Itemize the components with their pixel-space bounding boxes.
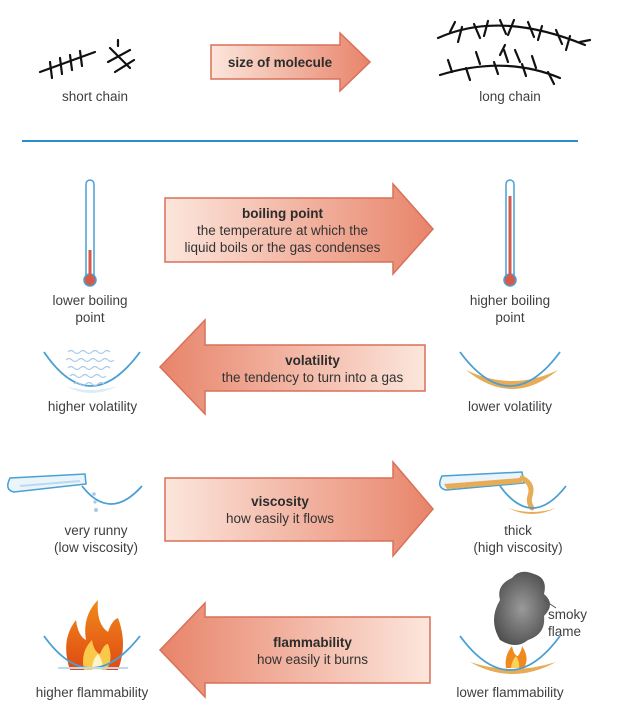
size-of-molecule-arrow <box>210 31 372 93</box>
low-viscosity-line2: (low viscosity) <box>53 540 138 555</box>
volatility-title: volatility <box>285 353 340 368</box>
volatility-text: volatility the tendency to turn into a g… <box>200 352 425 386</box>
smoky-flame-line1: smoky <box>548 607 588 622</box>
flammability-desc: how easily it burns <box>256 652 369 667</box>
flame-large-icon <box>43 600 141 670</box>
flammability-title: flammability <box>273 635 352 650</box>
boiling-point-text: boiling point the temperature at which t… <box>170 205 395 256</box>
test-tube-runny-icon <box>7 473 143 512</box>
higher-boiling-point-line1: higher boiling <box>469 293 551 308</box>
lower-volatility-label: lower volatility <box>467 399 553 414</box>
boiling-point-arrow <box>164 182 435 276</box>
boiling-point-title: boiling point <box>242 206 323 221</box>
boiling-point-desc-2: liquid boils or the gas condenses <box>184 240 381 255</box>
smoky-flame-line2: flame <box>548 624 582 639</box>
viscosity-desc: how easily it flows <box>225 511 335 526</box>
evaporating-dish-vapour-icon <box>43 349 141 393</box>
size-of-molecule-label: size of molecule <box>220 54 340 71</box>
volatility-arrow <box>158 318 426 416</box>
short-chain-molecule-icon <box>38 38 136 80</box>
flammability-text: flammability how easily it burns <box>200 634 425 668</box>
lower-boiling-point-line1: lower boiling <box>52 293 128 308</box>
viscosity-arrow <box>164 459 434 559</box>
long-chain-label: long chain <box>479 89 541 104</box>
lower-flammability-label: lower flammability <box>456 685 564 700</box>
long-chain-molecule-icon <box>436 18 592 86</box>
size-of-molecule-text: size of molecule <box>227 55 333 70</box>
higher-boiling-point-line2: point <box>495 310 525 325</box>
high-viscosity-label: thick (high viscosity) <box>458 522 578 556</box>
smoky-flame-label: smoky flame <box>548 606 600 640</box>
lower-boiling-point-label: lower boiling point <box>30 292 150 326</box>
boiling-point-desc-1: the temperature at which the <box>196 223 369 238</box>
smoky-flame-icon <box>459 571 561 674</box>
thermometer-high-icon <box>503 179 517 287</box>
evaporating-dish-liquid-icon <box>459 351 561 389</box>
flammability-arrow <box>158 601 431 699</box>
test-tube-thick-icon <box>439 471 567 514</box>
viscosity-title: viscosity <box>251 494 309 509</box>
high-viscosity-line1: thick <box>504 523 532 538</box>
higher-flammability-label: higher flammability <box>35 685 149 700</box>
viscosity-text: viscosity how easily it flows <box>170 493 390 527</box>
higher-boiling-point-label: higher boiling point <box>450 292 570 326</box>
low-viscosity-line1: very runny <box>64 523 128 538</box>
volatility-desc: the tendency to turn into a gas <box>221 370 404 385</box>
lower-boiling-point-line2: point <box>75 310 105 325</box>
higher-volatility-label: higher volatility <box>47 399 138 414</box>
thermometer-low-icon <box>83 179 97 287</box>
low-viscosity-label: very runny (low viscosity) <box>36 522 156 556</box>
high-viscosity-line2: (high viscosity) <box>473 540 563 555</box>
short-chain-label: short chain <box>61 89 129 104</box>
